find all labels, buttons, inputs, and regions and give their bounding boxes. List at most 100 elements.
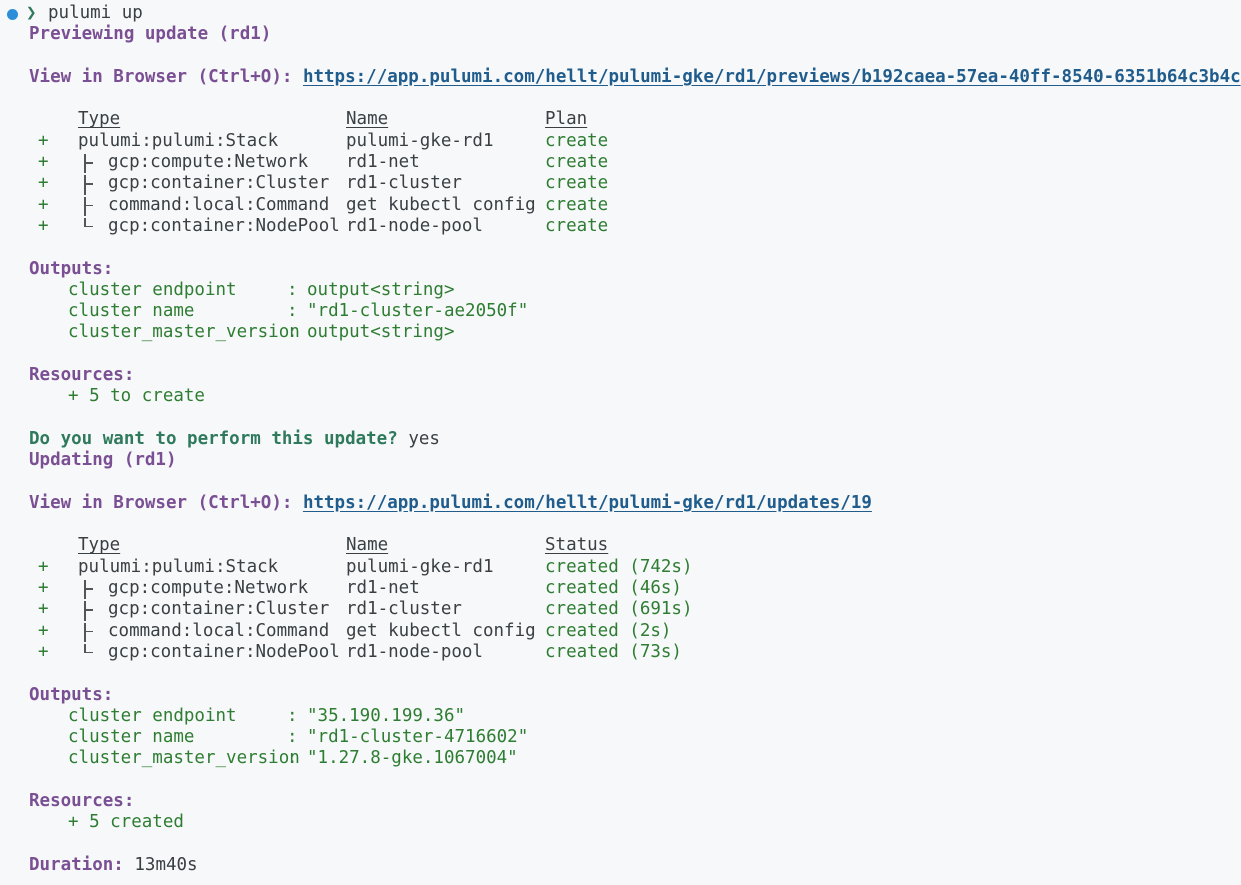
output-row: cluster_master_version: "1.27.8-gke.10670…: [0, 748, 1200, 769]
resource-status: create: [545, 173, 609, 194]
create-sign: +: [38, 556, 49, 577]
output-key: cluster_master_version: [68, 322, 300, 343]
preview-resources-label: Resources:: [29, 365, 135, 386]
column-header-plan: Plan: [545, 109, 588, 130]
update-resources-label: Resources:: [29, 790, 135, 811]
prompt-status-dot-icon: [7, 9, 18, 20]
tree-branch-icon: [80, 599, 94, 621]
column-header-status: Status: [545, 535, 609, 556]
output-separator: :: [287, 322, 298, 343]
resource-status: created (2s): [545, 620, 672, 641]
preview-resource-table: Type Name Plan + pulumi:pulumi:Stack pulum…: [0, 109, 1200, 237]
resource-type: gcp:container:NodePool: [108, 215, 340, 236]
update-url-link[interactable]: https://app.pulumi.com/hellt/pulumi-gke/…: [302, 492, 872, 513]
blank-line: [0, 834, 1200, 855]
output-value: "rd1-cluster-ae2050f": [307, 301, 529, 322]
tree-last-branch-icon: [80, 642, 94, 663]
output-separator: :: [287, 301, 298, 322]
resource-status: create: [545, 194, 609, 215]
preview-resources-summary: + 5 to create: [68, 386, 205, 407]
output-key: cluster endpoint: [68, 279, 237, 300]
resource-name: rd1-net: [346, 578, 420, 599]
tree-branch-icon: [80, 195, 94, 216]
table-header: Type Name Status: [0, 535, 1200, 556]
blank-line: [0, 237, 1200, 258]
resource-status: create: [545, 215, 609, 236]
output-row: cluster name: "rd1-cluster-ae2050f": [0, 301, 1200, 322]
prompt-command: pulumi up: [48, 3, 143, 23]
resource-name: get kubectl config: [346, 620, 536, 641]
column-header-type: Type: [78, 535, 121, 556]
create-sign: +: [38, 599, 49, 620]
resource-name: rd1-cluster: [346, 599, 462, 620]
terminal-window: ❯ pulumi up Previewing update (rd1) View…: [0, 3, 1241, 876]
preview-outputs-list: cluster endpoint:output<string>cluster n…: [0, 280, 1200, 344]
confirm-question: Do you want to perform this update?: [29, 428, 398, 449]
output-value: output<string>: [307, 279, 455, 300]
output-row: cluster endpoint: output<string>: [0, 280, 1200, 301]
update-view-label: View in Browser (Ctrl+O):: [29, 492, 293, 513]
resource-type: command:local:Command: [108, 194, 330, 215]
blank-line: [0, 663, 1200, 684]
confirm-line: Do you want to perform this update? yes: [0, 429, 1200, 450]
duration-label: Duration:: [29, 854, 124, 875]
blank-line: [0, 344, 1200, 365]
preview-view-label: View in Browser (Ctrl+O):: [29, 66, 293, 87]
resource-name: pulumi-gke-rd1: [346, 556, 494, 577]
resource-name: pulumi-gke-rd1: [346, 130, 494, 151]
update-outputs-list: cluster endpoint:"35.190.199.36"cluster …: [0, 706, 1200, 770]
resource-status: created (73s): [545, 641, 682, 662]
resource-status: created (742s): [545, 556, 693, 577]
update-heading: Updating (rd1): [29, 450, 177, 471]
resource-type: command:local:Command: [108, 620, 330, 641]
resource-name: rd1-node-pool: [346, 641, 483, 662]
output-row: cluster endpoint:"35.190.199.36": [0, 706, 1200, 727]
preview-heading: Previewing update (rd1): [29, 24, 272, 45]
resource-type: gcp:container:Cluster: [108, 599, 330, 620]
blank-line: [0, 472, 1200, 493]
prompt-line: ❯ pulumi up: [0, 3, 1200, 24]
create-sign: +: [38, 215, 49, 236]
output-key: cluster name: [68, 301, 195, 322]
duration-value: 13m40s: [134, 854, 198, 875]
output-key: cluster_master_version: [68, 748, 300, 769]
output-value: "35.190.199.36": [307, 705, 466, 726]
tree-last-branch-icon: [80, 216, 94, 237]
resource-name: rd1-cluster: [346, 173, 462, 194]
table-row: + command:local:Command get kubectl config…: [0, 621, 1200, 642]
preview-outputs-label: Outputs:: [29, 258, 114, 279]
resource-name: rd1-net: [346, 152, 420, 173]
output-separator: :: [287, 748, 298, 769]
output-row: cluster_master_version:output<string>: [0, 322, 1200, 343]
resource-status: create: [545, 152, 609, 173]
confirm-answer[interactable]: yes: [408, 428, 440, 449]
create-sign: +: [38, 173, 49, 194]
duration-line: Duration: 13m40s: [0, 855, 1200, 876]
resource-type: pulumi:pulumi:Stack: [78, 556, 279, 577]
output-separator: :: [287, 705, 298, 726]
output-row: cluster name:"rd1-cluster-4716602": [0, 727, 1200, 748]
resource-type: gcp:compute:Network: [108, 152, 309, 173]
blank-line: [0, 770, 1200, 791]
output-value: "rd1-cluster-4716602": [307, 727, 529, 748]
update-view-line: View in Browser (Ctrl+O): https://app.pu…: [0, 493, 1200, 514]
create-sign: +: [38, 620, 49, 641]
update-resource-table: Type Name Status + pulumi:pulumi:Stack pul…: [0, 535, 1200, 663]
column-header-type: Type: [78, 109, 121, 130]
tree-branch-icon: [80, 173, 94, 195]
update-resources-summary: + 5 created: [68, 812, 184, 833]
resource-type: gcp:container:Cluster: [108, 173, 330, 194]
column-header-name: Name: [346, 109, 389, 130]
create-sign: +: [38, 578, 49, 599]
output-value: "1.27.8-gke.1067004": [307, 748, 518, 769]
resource-name: get kubectl config: [346, 194, 536, 215]
create-sign: +: [38, 641, 49, 662]
resource-status: created (691s): [545, 599, 693, 620]
resource-type: pulumi:pulumi:Stack: [78, 130, 279, 151]
preview-url-link[interactable]: https://app.pulumi.com/hellt/pulumi-gke/…: [302, 66, 1241, 87]
output-separator: :: [287, 279, 298, 300]
